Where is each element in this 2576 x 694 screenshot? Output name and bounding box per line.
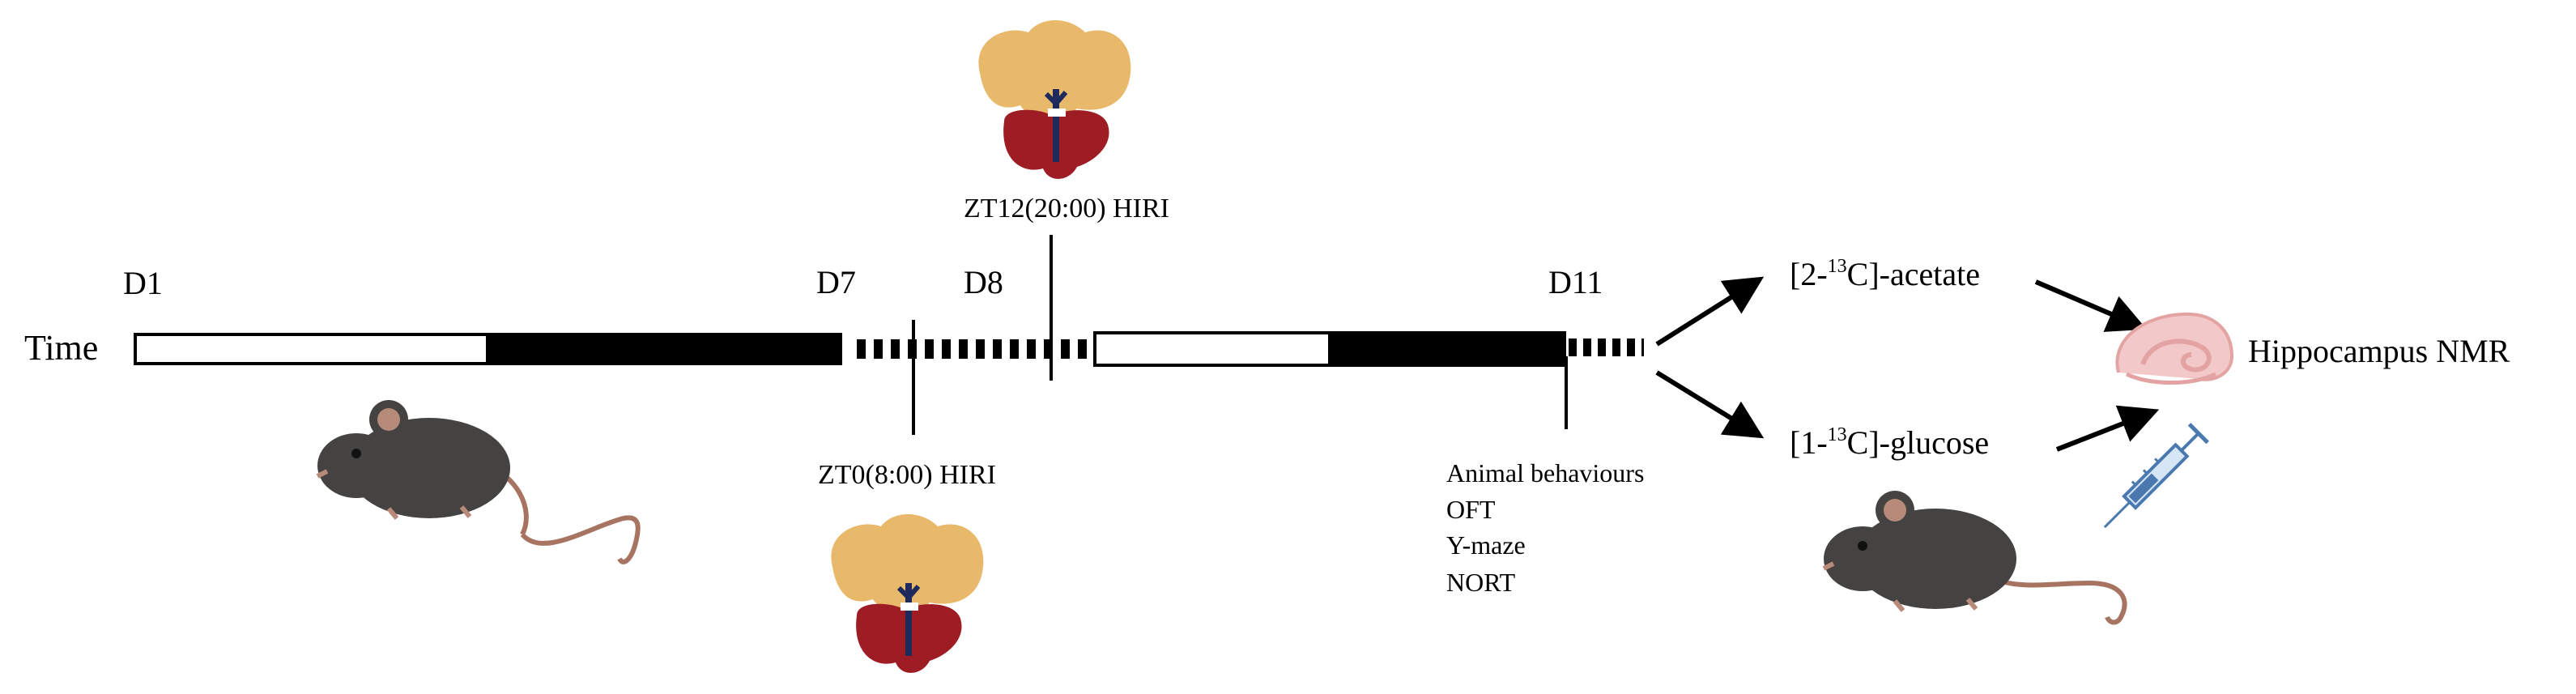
light-phase-segment (134, 333, 489, 365)
arrow-to-acetate (1655, 276, 1765, 347)
liver-icon (831, 514, 984, 673)
dark-phase-segment (486, 333, 842, 365)
arrow-to-glucose (1655, 370, 1765, 439)
day-label-d1: D1 (123, 265, 163, 301)
time-axis-label: Time (24, 328, 98, 368)
light-phase-segment (1093, 331, 1331, 367)
behaviour-test-nort: NORT (1446, 568, 1516, 597)
mouse-icon (316, 400, 641, 564)
mouse-icon (1822, 491, 2127, 625)
day-label-d7: D7 (816, 264, 856, 300)
hippocampus-icon (2115, 312, 2234, 385)
timeline-block-1 (134, 333, 842, 365)
arrow-glucose-to-hippocampus (2055, 405, 2160, 452)
behaviours-heading: Animal behaviours (1446, 458, 1644, 488)
arrow-acetate-to-hippocampus (2034, 279, 2148, 332)
day-label-d8: D8 (964, 264, 1003, 300)
day-label-d11: D11 (1548, 264, 1603, 300)
hippocampus-nmr-label: Hippocampus NMR (2248, 333, 2510, 369)
zt0-hiri-label: ZT0(8:00) HIRI (818, 460, 996, 490)
liver-icon (978, 20, 1131, 179)
syringe-icon (2103, 423, 2209, 529)
behaviour-test-oft: OFT (1446, 495, 1496, 524)
tracer-glucose-label: [1-13C]-glucose (1790, 424, 1989, 461)
dark-phase-segment (1328, 331, 1566, 367)
timeline-block-2 (1093, 331, 1566, 367)
behaviour-test-ymaze: Y-maze (1446, 530, 1526, 560)
tracer-acetate-label: [2-13C]-acetate (1790, 256, 1980, 292)
zt12-hiri-label: ZT12(20:00) HIRI (964, 194, 1169, 224)
